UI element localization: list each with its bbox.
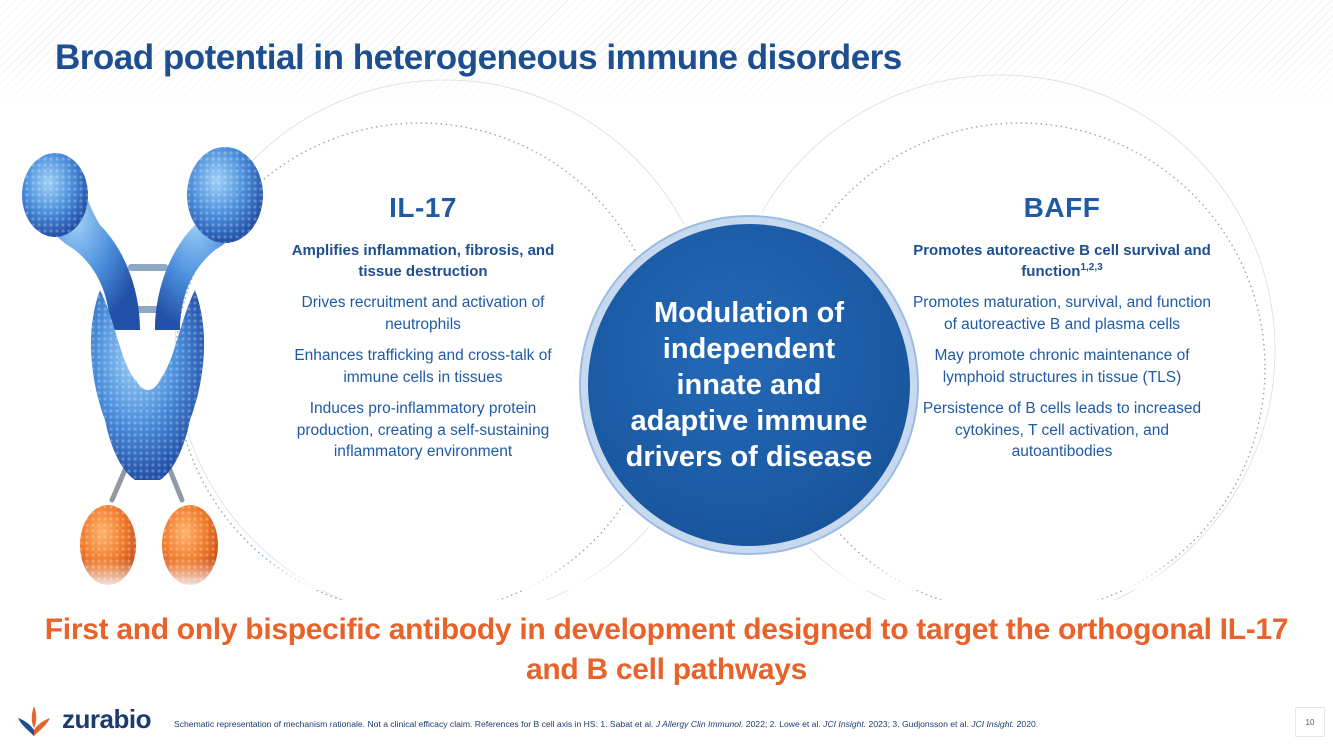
baff-heading: BAFF — [1023, 192, 1101, 223]
il17-column: IL-17 Amplifies inflammation, fibrosis, … — [282, 192, 564, 473]
header-hatch-background — [0, 0, 1333, 110]
center-circle: Modulation of independent innate and ada… — [588, 224, 910, 546]
footer-note: Schematic representation of mechanism ra… — [174, 719, 1038, 729]
ref2-rest: 2023; 3. Gudjonsson et al. — [866, 719, 972, 729]
zurabio-logo-icon — [18, 706, 50, 736]
tagline: First and only bispecific antibody in de… — [44, 613, 1289, 686]
il17-item: Induces pro-inflammatory protein product… — [296, 400, 550, 460]
decorative-circles — [22, 74, 1276, 600]
ref1-journal: J Allergy Clin Immunol. — [655, 719, 744, 729]
brand-name: zurabio — [62, 704, 151, 734]
baff-lead: Promotes autoreactive B cell survival an… — [905, 240, 1219, 282]
il17-item: Enhances trafficking and cross-talk of i… — [294, 347, 552, 386]
baff-item: Persistence of B cells leads to increase… — [922, 400, 1202, 460]
il17-item: Drives recruitment and activation of neu… — [301, 294, 545, 333]
ref3-journal: JCI Insight. — [971, 719, 1015, 729]
right-dotted-arc — [774, 122, 1266, 600]
footer-note-text: Schematic representation of mechanism ra… — [174, 719, 656, 729]
baff-column: BAFF Promotes autoreactive B cell surviv… — [905, 192, 1219, 473]
page-number: 10 — [1295, 707, 1325, 737]
antibody-illustration — [22, 147, 263, 585]
ref3-rest: 2020. — [1014, 719, 1039, 729]
center-circle-ring — [575, 211, 923, 559]
baff-lead-superscript: 1,2,3 — [1080, 262, 1103, 273]
baff-item: May promote chronic maintenance of lymph… — [934, 347, 1190, 386]
il17-lead: Amplifies inflammation, fibrosis, and ti… — [291, 242, 555, 280]
bottom-fade — [0, 560, 1333, 590]
ref1-rest: 2022; 2. Lowe et al. — [743, 719, 824, 729]
center-circle-text: Modulation of independent innate and ada… — [625, 297, 873, 473]
il17-heading: IL-17 — [389, 192, 457, 223]
page-title: Broad potential in heterogeneous immune … — [55, 38, 902, 77]
baff-lead-text: Promotes autoreactive B cell survival an… — [913, 242, 1211, 280]
ref2-journal: JCI Insight. — [823, 719, 867, 729]
baff-item: Promotes maturation, survival, and funct… — [912, 294, 1212, 333]
